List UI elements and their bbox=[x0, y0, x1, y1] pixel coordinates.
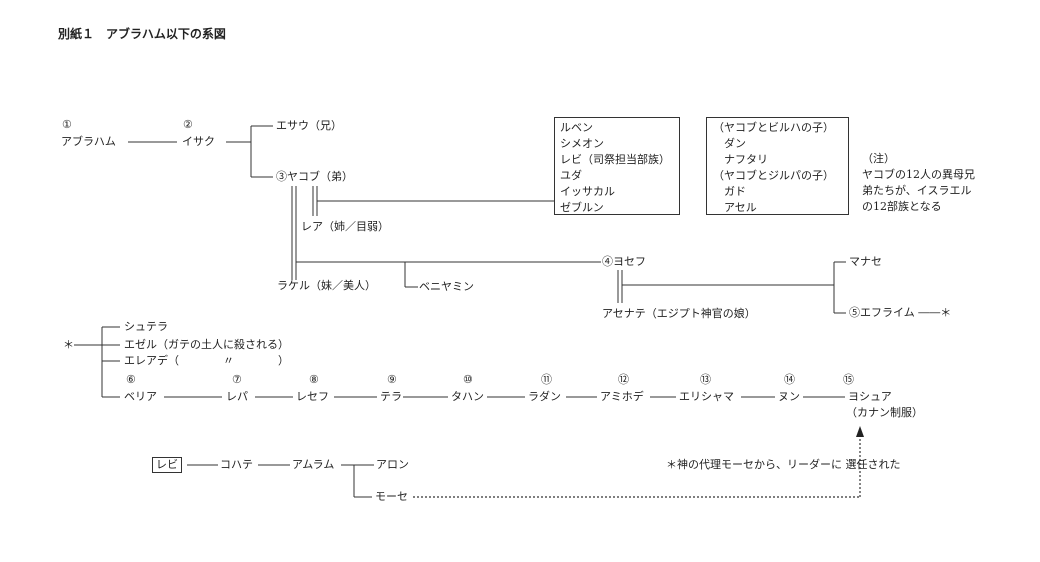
generation-number: ⑨ bbox=[387, 373, 397, 386]
concubine-son: （ヤコブとビルハの子） bbox=[713, 121, 834, 134]
node-levi: レビ bbox=[152, 457, 182, 473]
generation-number: ⑥ bbox=[126, 373, 136, 386]
generation-number: ⑮ bbox=[843, 373, 854, 386]
generation-number: ⑬ bbox=[700, 373, 711, 386]
node-abraham: アブラハム bbox=[61, 135, 116, 148]
generation-number: ⑧ bbox=[309, 373, 319, 386]
ephraim-star: ＊ bbox=[63, 338, 74, 351]
leah-son: ルベン bbox=[560, 121, 593, 134]
node-ladan: ラダン bbox=[528, 390, 561, 403]
node-rachel: ラケル（妹／美人） bbox=[277, 279, 376, 292]
page-title: 別紙１ アブラハム以下の系図 bbox=[58, 27, 226, 41]
node-manasseh: マナセ bbox=[849, 255, 882, 268]
note-line: ヤコブの12人の異母兄 bbox=[862, 168, 975, 181]
node-telah: テラ bbox=[380, 390, 402, 403]
generation-number-2: ② bbox=[183, 118, 193, 131]
concubine-son: ナフタリ bbox=[713, 153, 768, 166]
node-esau: エサウ（兄） bbox=[276, 119, 342, 132]
moses-note: ＊神の代理モーセから、リーダーに 選任された bbox=[666, 458, 901, 471]
node-nun: ヌン bbox=[778, 390, 800, 403]
node-ammihud: アミホデ bbox=[600, 390, 644, 403]
note-heading: （注） bbox=[862, 152, 895, 165]
node-joshua: ヨシュア bbox=[848, 390, 892, 403]
node-benjamin: ベニヤミン bbox=[419, 280, 474, 293]
node-joseph: ④ヨセフ bbox=[602, 255, 646, 268]
node-moses: モーセ bbox=[375, 490, 408, 503]
node-elead: エレアデ（ 〃 ） bbox=[124, 354, 289, 367]
concubine-son: （ヤコブとジルパの子） bbox=[713, 169, 834, 182]
node-isaac: イサク bbox=[182, 135, 215, 148]
node-leah: レア（姉／目弱） bbox=[301, 220, 389, 233]
concubine-son: ガド bbox=[713, 185, 746, 198]
node-ephraim: ⑤エフライム ――＊ bbox=[849, 306, 952, 319]
leah-son: レビ（司祭担当部族） bbox=[560, 153, 670, 166]
joshua-note: （カナン制服） bbox=[846, 406, 923, 419]
node-tahan: タハン bbox=[451, 390, 484, 403]
generation-number: ⑦ bbox=[232, 373, 242, 386]
concubine-sons-box: （ヤコブとビルハの子） ダン ナフタリ （ヤコブとジルパの子） ガド アセル bbox=[706, 117, 849, 215]
generation-number: ⑭ bbox=[784, 373, 795, 386]
node-rephah: レパ bbox=[226, 390, 248, 403]
concubine-son: ダン bbox=[713, 137, 746, 150]
node-kohath: コハテ bbox=[220, 458, 253, 471]
note-line: 弟たちが、イスラエル bbox=[862, 184, 972, 197]
arrowhead-icon bbox=[856, 426, 864, 437]
generation-number: ⑫ bbox=[618, 373, 629, 386]
node-beriah: ベリア bbox=[124, 390, 157, 403]
generation-number: ⑩ bbox=[463, 373, 473, 386]
note-line: の12部族となる bbox=[862, 200, 942, 213]
leah-sons-box: ルベン シメオン レビ（司祭担当部族） ユダ イッサカル ゼブルン bbox=[554, 117, 680, 215]
leah-son: イッサカル bbox=[560, 185, 615, 198]
leah-son: ゼブルン bbox=[560, 201, 604, 214]
concubine-son: アセル bbox=[713, 201, 757, 214]
generation-number: ⑪ bbox=[541, 373, 552, 386]
node-elishama: エリシャマ bbox=[679, 390, 734, 403]
node-aaron: アロン bbox=[376, 458, 409, 471]
node-ezer: エゼル（ガテの土人に殺される） bbox=[124, 338, 289, 351]
leah-son: ユダ bbox=[560, 169, 582, 182]
leah-son: シメオン bbox=[560, 137, 604, 150]
generation-number-1: ① bbox=[62, 118, 72, 131]
node-shuthelah: シュテラ bbox=[124, 320, 168, 333]
node-resheph: レセフ bbox=[296, 390, 329, 403]
node-amram: アムラム bbox=[292, 458, 335, 471]
node-asenath: アセナテ（エジプト神官の娘） bbox=[602, 307, 756, 320]
node-jacob: ③ヤコブ（弟） bbox=[276, 170, 353, 183]
